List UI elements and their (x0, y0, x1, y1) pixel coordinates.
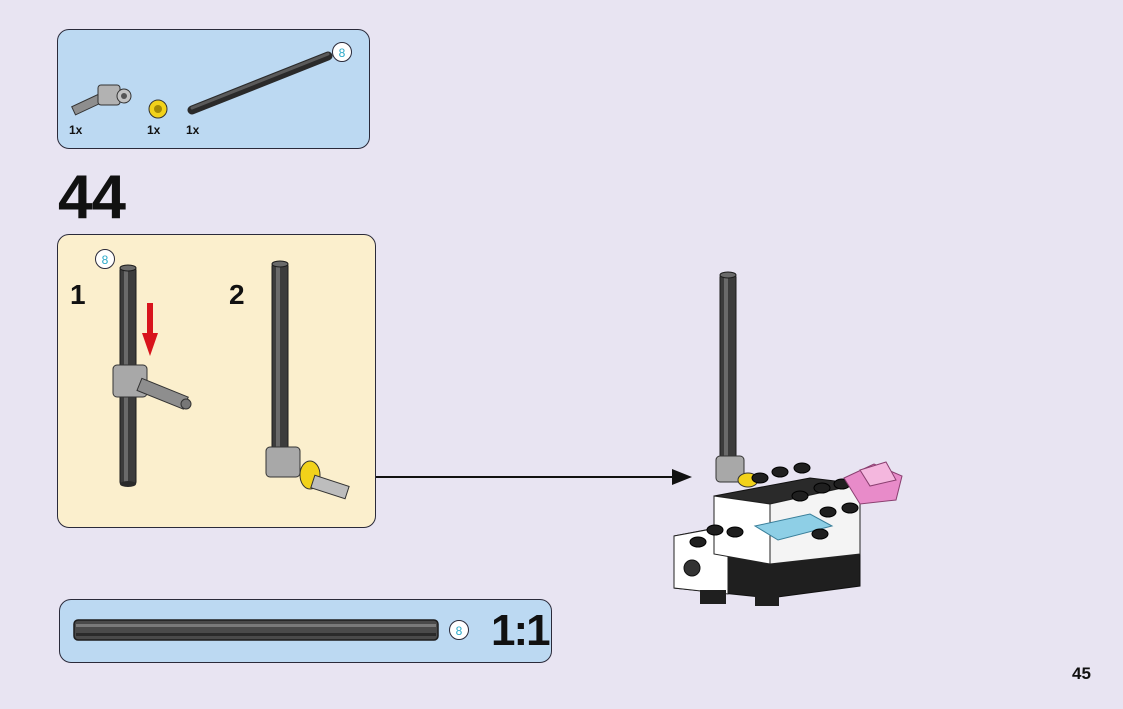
sub-assembly-panel: 8 1 2 (57, 234, 376, 528)
callout-arrow (376, 469, 692, 485)
bushing-part (148, 99, 168, 119)
page-number: 45 (1072, 664, 1091, 683)
sub-step-number: 2 (229, 279, 245, 310)
sub-step-2-illustration (265, 260, 350, 500)
part-quantity: 1x (147, 123, 161, 137)
arrow-head-icon (672, 469, 692, 485)
axle-length-badge: 8 (95, 249, 115, 269)
scale-label: 1:1 (491, 606, 551, 655)
part-quantity: 1x (186, 123, 200, 137)
parts-illustration (71, 51, 333, 119)
scale-panel: 8 1:1 (59, 599, 552, 663)
axle-length-badge: 8 (332, 42, 352, 62)
axle-connector-part (71, 84, 132, 116)
pink-part (843, 461, 903, 505)
long-axle-part (187, 51, 333, 115)
axle-length-badge: 8 (449, 620, 469, 640)
model-illustration (673, 271, 903, 606)
red-arrow-icon (142, 303, 158, 356)
sub-step-1-illustration (112, 264, 192, 487)
step-number: 44 (58, 163, 126, 232)
scale-axle-illustration (73, 619, 439, 641)
sub-assembly-illustration (112, 260, 350, 500)
parts-list-panel: 1x 1x 1x 8 (57, 29, 370, 149)
sub-step-number: 1 (70, 279, 86, 310)
part-quantity: 1x (69, 123, 83, 137)
